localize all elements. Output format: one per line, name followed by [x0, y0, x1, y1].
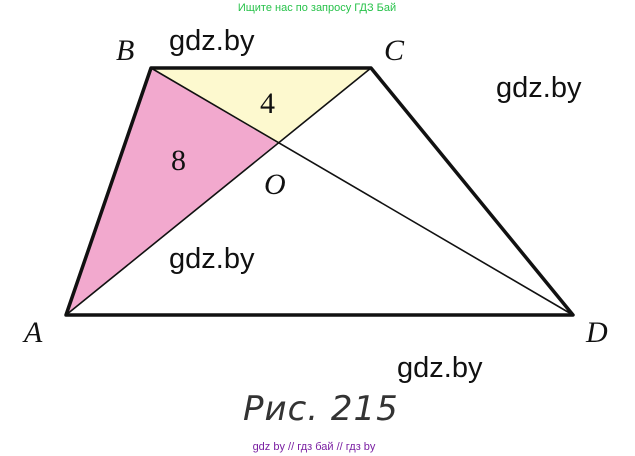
- diagonal-bd: [150, 67, 574, 316]
- watermark-4: gdz.by: [397, 352, 483, 384]
- trapezoid-abcd-outline: [64, 66, 575, 317]
- vertex-label-o: O: [264, 168, 286, 201]
- area-label-boc: 4: [260, 87, 275, 120]
- footer-text: gdz by // гдз бай // гдз by: [253, 441, 376, 453]
- watermark-1: gdz.by: [169, 25, 255, 57]
- triangle-aob-fill: [66, 68, 277, 315]
- area-label-aob: 8: [171, 144, 186, 177]
- top-banner-text: Ищите нас по запросу ГДЗ Бай: [238, 2, 396, 14]
- triangle-boc-fill: [151, 68, 371, 143]
- diagonal-ac: [65, 67, 372, 316]
- watermark-2: gdz.by: [496, 72, 582, 104]
- vertex-label-d: D: [585, 316, 608, 349]
- figure-caption: Рис. 215: [243, 389, 399, 429]
- vertex-label-c: C: [384, 34, 405, 67]
- watermark-3: gdz.by: [169, 243, 255, 275]
- vertex-label-b: B: [116, 34, 134, 67]
- vertex-label-a: A: [22, 316, 43, 349]
